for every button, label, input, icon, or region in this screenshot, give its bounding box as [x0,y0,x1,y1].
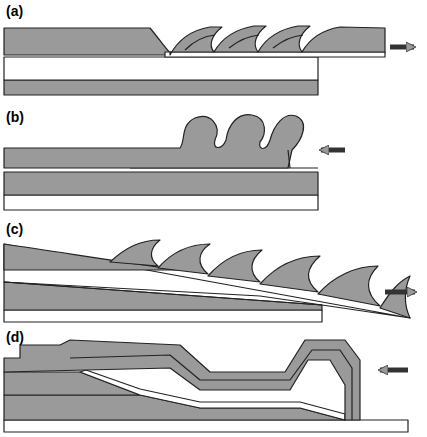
panel-label: (b) [6,110,24,124]
panel-label: (a) [6,4,23,18]
panel-label: (d) [6,330,24,344]
panel-label: (c) [6,222,23,236]
